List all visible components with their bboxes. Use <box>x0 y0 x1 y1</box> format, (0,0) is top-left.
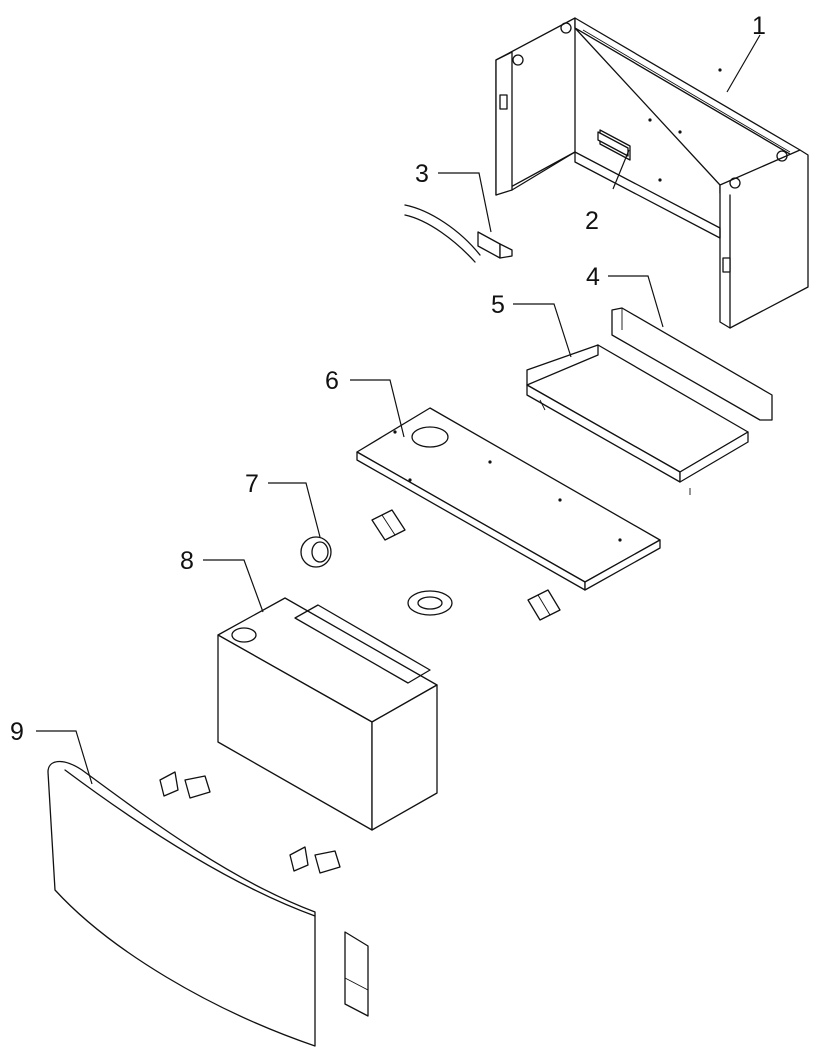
callout-7: 7 <box>245 470 259 498</box>
part-5-tray <box>526 344 749 495</box>
callout-labels: 1 2 3 4 5 6 7 8 9 <box>10 12 766 746</box>
part-8-tank-box <box>217 597 438 831</box>
callout-3: 3 <box>415 160 429 188</box>
hinge-pin-upper <box>159 771 211 799</box>
part-3-power-cord <box>404 204 513 263</box>
callout-1: 1 <box>752 12 766 40</box>
part-9-front-panel <box>47 760 369 1047</box>
part-1-cabinet-frame <box>495 17 809 329</box>
hinge-pin-lower <box>289 846 341 874</box>
callout-5: 5 <box>491 291 505 319</box>
callout-2: 2 <box>585 207 599 235</box>
part-6-base-plate <box>356 407 661 591</box>
callout-4: 4 <box>586 263 600 291</box>
part-7-grommet <box>300 536 332 568</box>
part-2-bracket <box>597 131 629 157</box>
ring-gasket <box>407 590 453 616</box>
part-4-rail-strip <box>611 307 773 421</box>
callout-6: 6 <box>325 367 339 395</box>
callout-leaders <box>36 34 761 785</box>
callout-8: 8 <box>180 547 194 575</box>
hinge-bracket-lower <box>527 589 561 621</box>
callout-9: 9 <box>10 718 24 746</box>
hinge-bracket-upper <box>371 509 406 541</box>
